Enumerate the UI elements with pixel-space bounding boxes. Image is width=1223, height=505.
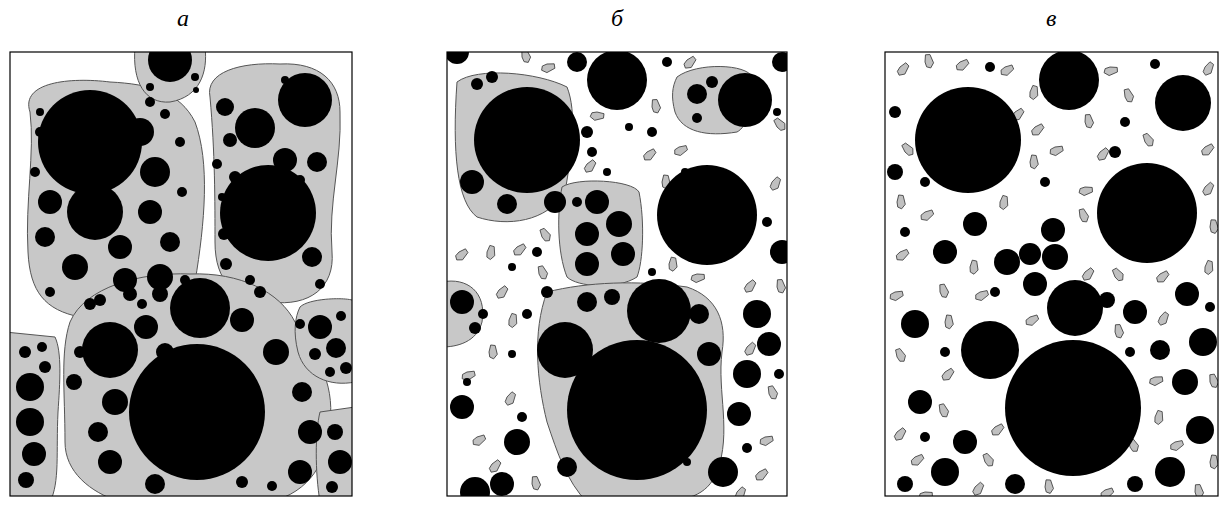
binder-clusters	[10, 52, 352, 496]
partial-clusters	[447, 52, 787, 496]
panel-letter: б	[611, 6, 623, 30]
dispersed-particles	[887, 52, 1218, 496]
panel-letter: а	[177, 6, 189, 30]
panel-c	[885, 50, 1221, 503]
panel-b	[442, 40, 794, 505]
panel-a	[5, 38, 355, 502]
panel-letter: в	[1046, 6, 1056, 30]
